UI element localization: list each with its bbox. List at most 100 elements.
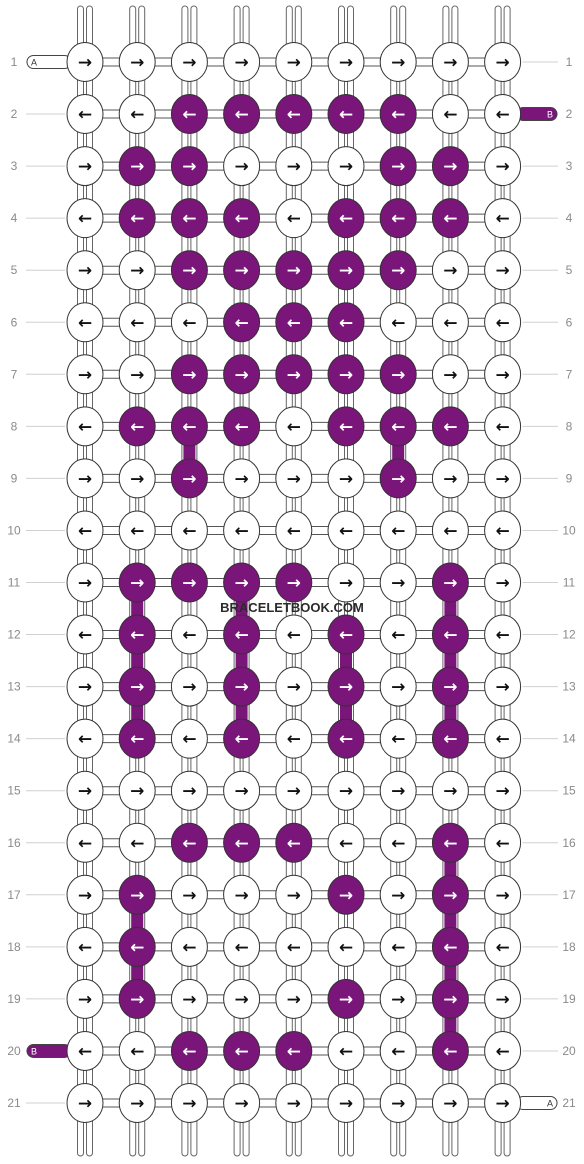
knot-oval xyxy=(275,770,313,811)
knot-oval xyxy=(223,458,261,499)
knot-oval xyxy=(66,42,104,82)
knot-oval xyxy=(275,1030,313,1071)
knot: → xyxy=(223,666,261,707)
arrow-right-icon: → xyxy=(234,53,248,73)
knot-oval xyxy=(223,978,261,1019)
arrow-right-icon: → xyxy=(339,53,353,73)
knot-oval xyxy=(327,926,365,967)
arrow-left-icon: ← xyxy=(443,1042,457,1062)
knot-oval xyxy=(484,1083,522,1123)
arrow-left-icon: ← xyxy=(287,417,301,437)
knot: ← xyxy=(118,406,156,447)
knot-oval xyxy=(327,562,365,603)
knot-oval xyxy=(327,874,365,915)
knot: ← xyxy=(431,302,469,343)
knot: ← xyxy=(170,510,208,551)
knot-oval xyxy=(223,406,261,447)
arrow-right-icon: → xyxy=(234,990,248,1010)
knot: → xyxy=(66,458,104,499)
knot-oval xyxy=(327,770,365,811)
row-label-left: 3 xyxy=(11,159,18,173)
knot-oval xyxy=(431,302,469,343)
knot-oval xyxy=(431,718,469,759)
knot-oval xyxy=(118,718,156,759)
arrow-right-icon: → xyxy=(391,990,405,1010)
arrow-left-icon: ← xyxy=(78,626,92,646)
knot-oval xyxy=(223,302,261,343)
knot: ← xyxy=(484,302,522,343)
knot-oval xyxy=(66,562,104,603)
knot: ← xyxy=(431,510,469,551)
arrow-left-icon: ← xyxy=(287,938,301,958)
knot-oval xyxy=(66,302,104,343)
knot: ← xyxy=(118,302,156,343)
knot-oval xyxy=(431,562,469,603)
row-label-left: 11 xyxy=(8,576,21,590)
knot: ← xyxy=(118,198,156,239)
row-label-left: 20 xyxy=(7,1044,21,1058)
knot-oval xyxy=(379,718,417,759)
knot: ← xyxy=(223,614,261,655)
knot-oval xyxy=(66,1030,104,1071)
arrow-right-icon: → xyxy=(495,886,509,906)
arrow-left-icon: ← xyxy=(287,313,301,333)
arrow-right-icon: → xyxy=(443,886,457,906)
knot: ← xyxy=(275,406,313,447)
knot-oval xyxy=(118,42,156,82)
knot-oval xyxy=(379,146,417,187)
arrow-right-icon: → xyxy=(130,157,144,177)
knot: → xyxy=(327,666,365,707)
knot-oval xyxy=(484,1030,522,1071)
knot: ← xyxy=(275,614,313,655)
knot-oval xyxy=(118,198,156,239)
knot-oval xyxy=(327,302,365,343)
knot: → xyxy=(431,458,469,499)
knot-oval xyxy=(327,458,365,499)
arrow-right-icon: → xyxy=(443,574,457,594)
row-label-left: 19 xyxy=(7,992,21,1006)
knot: ← xyxy=(118,614,156,655)
arrow-left-icon: ← xyxy=(234,417,248,437)
arrow-left-icon: ← xyxy=(339,313,353,333)
arrow-right-icon: → xyxy=(339,678,353,698)
knot: → xyxy=(484,42,522,82)
arrow-left-icon: ← xyxy=(130,105,144,125)
knot-oval xyxy=(223,770,261,811)
knot-oval xyxy=(223,1030,261,1071)
knot: → xyxy=(379,458,417,499)
knot-oval xyxy=(327,94,365,135)
knot: → xyxy=(170,770,208,811)
arrow-right-icon: → xyxy=(130,469,144,489)
knot: → xyxy=(379,978,417,1019)
knot-oval xyxy=(327,978,365,1019)
knot: ← xyxy=(170,406,208,447)
strand-end-label: B xyxy=(547,110,553,120)
row-label-left: 14 xyxy=(7,732,21,746)
knot: ← xyxy=(66,718,104,759)
knot-oval xyxy=(223,1083,261,1123)
knot-oval xyxy=(431,1083,469,1123)
arrow-right-icon: → xyxy=(234,157,248,177)
knot-oval xyxy=(327,1030,365,1071)
knot-oval xyxy=(223,198,261,239)
knot: → xyxy=(379,874,417,915)
arrow-left-icon: ← xyxy=(495,938,509,958)
knot: → xyxy=(484,250,522,291)
knot: ← xyxy=(327,614,365,655)
knot-oval xyxy=(379,822,417,863)
knot-oval xyxy=(327,42,365,82)
arrow-left-icon: ← xyxy=(78,209,92,229)
arrow-right-icon: → xyxy=(182,261,196,281)
arrow-right-icon: → xyxy=(339,1094,353,1114)
row-guide-lines xyxy=(26,61,558,1104)
knot: → xyxy=(66,42,104,82)
knot-oval xyxy=(431,42,469,82)
arrow-right-icon: → xyxy=(443,365,457,385)
knot: → xyxy=(170,146,208,187)
knot-oval xyxy=(379,614,417,655)
knot-oval xyxy=(118,978,156,1019)
arrow-right-icon: → xyxy=(78,157,92,177)
knot-grid: → → → → → → → → → ← ← ← ← ← ← ← ← ← → → → → → → → → → ← ← ← ← ← ← ← ← ← → → → →… xyxy=(66,42,522,1123)
knot: ← xyxy=(379,198,417,239)
row-label-right: 7 xyxy=(566,367,573,381)
